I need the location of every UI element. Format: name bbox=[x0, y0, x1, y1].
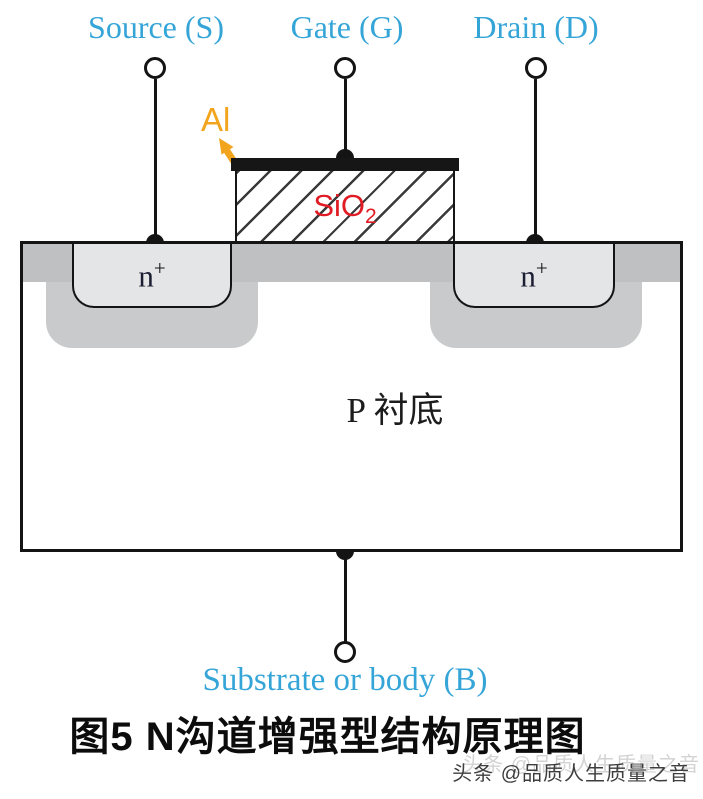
sio2-oxide-region bbox=[235, 171, 455, 244]
drain-wire bbox=[534, 79, 537, 244]
watermark: 头条 @品质人生质量之音 bbox=[452, 763, 690, 785]
gate-terminal-circle bbox=[334, 57, 356, 79]
drain-contact-dot bbox=[526, 234, 544, 243]
n-plus-region-left: n+ bbox=[72, 244, 232, 308]
al-gate-electrode bbox=[231, 158, 459, 171]
body-contact-dot bbox=[336, 551, 354, 560]
gate-label: Gate (G) bbox=[290, 9, 404, 45]
source-wire bbox=[154, 79, 157, 244]
body-wire bbox=[344, 556, 347, 644]
gate-wire bbox=[344, 79, 347, 160]
source-label: Source (S) bbox=[88, 9, 224, 45]
gate-contact-dot bbox=[336, 149, 354, 158]
n-plus-label: n+ bbox=[520, 255, 548, 294]
source-contact-dot bbox=[146, 234, 164, 243]
source-terminal-circle bbox=[144, 57, 166, 79]
al-label: Al bbox=[201, 101, 231, 138]
figure-caption: 图5 N沟道增强型结构原理图 bbox=[69, 715, 586, 759]
p-substrate-label: P 衬底 bbox=[346, 391, 444, 430]
drain-terminal-circle bbox=[525, 57, 547, 79]
sio2-label: SiO2 bbox=[313, 188, 377, 229]
n-plus-label: n+ bbox=[138, 255, 166, 294]
body-terminal-circle bbox=[334, 641, 356, 663]
drain-label: Drain (D) bbox=[473, 9, 599, 45]
n-plus-region-right: n+ bbox=[453, 244, 615, 308]
body-label: Substrate or body (B) bbox=[202, 662, 488, 698]
